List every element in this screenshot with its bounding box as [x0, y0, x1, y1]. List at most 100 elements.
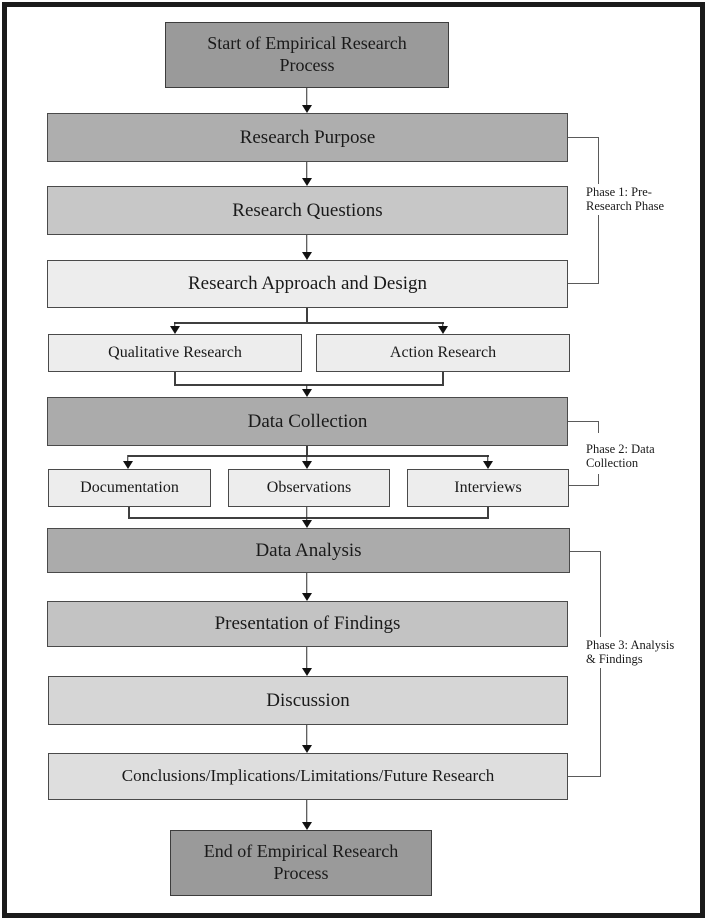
arrow-line [305, 725, 308, 746]
node-documentation: Documentation [48, 469, 211, 507]
arrowhead-down-icon [301, 252, 312, 260]
phase-2-label: Phase 2: Data Collection [586, 441, 682, 472]
node-end-label-line1: End of Empirical Research [203, 841, 399, 862]
node-conclusions: Conclusions/Implications/Limitations/Fut… [48, 753, 568, 800]
arrowhead-down-icon [122, 461, 133, 469]
arrow-questions-to-approach [301, 235, 312, 260]
phase-1-label-line1: Phase 1: Pre- [586, 185, 652, 199]
phase-2-label-line1: Phase 2: Data [586, 442, 655, 456]
node-research-purpose-label: Research Purpose [239, 126, 376, 148]
connector-stem-approach [306, 308, 308, 323]
phase-3-label-line1: Phase 3: Analysis [586, 638, 675, 652]
arrow-discussion-to-conclusions [301, 725, 312, 753]
arrow-conclusions-to-end [301, 800, 312, 830]
node-interviews-label: Interviews [454, 479, 522, 497]
node-observations: Observations [228, 469, 390, 507]
arrowhead-down-icon [301, 593, 312, 601]
arrow-line [305, 455, 308, 462]
node-research-questions: Research Questions [47, 186, 568, 235]
arrowhead-down-icon [301, 822, 312, 830]
phase3-bracket-bottom [568, 776, 601, 777]
node-action-research: Action Research [316, 334, 570, 372]
arrowhead-down-icon [301, 178, 312, 186]
arrowhead-down-icon [437, 326, 448, 334]
arrowhead-down-icon [301, 668, 312, 676]
phase1-bracket-bottom [568, 283, 599, 284]
node-end-label-line2: Process [273, 863, 329, 883]
arrow-to-documentation [122, 455, 133, 469]
node-qualitative-research: Qualitative Research [48, 334, 302, 372]
arrowhead-down-icon [482, 461, 493, 469]
node-start-label-line2: Process [279, 55, 335, 75]
arrow-purpose-to-questions [301, 162, 312, 186]
phase-1-label: Phase 1: Pre- Research Phase [586, 184, 682, 215]
arrow-line [486, 455, 489, 462]
arrow-to-action [437, 322, 448, 334]
connector-split-approach [174, 322, 444, 324]
connector-from-interviews [487, 507, 489, 519]
phase-3-label-line2: & Findings [586, 652, 643, 666]
node-start: Start of Empirical Research Process [165, 22, 449, 88]
node-data-collection-label: Data Collection [247, 410, 368, 432]
arrow-line [305, 162, 308, 179]
arrowhead-down-icon [301, 520, 312, 528]
node-qualitative-research-label: Qualitative Research [108, 344, 242, 362]
phase2-bracket-stub-top [598, 421, 599, 433]
arrow-to-qualitative [169, 322, 180, 334]
node-discussion-label: Discussion [266, 689, 350, 711]
node-start-label-line1: Start of Empirical Research [207, 33, 407, 54]
phase2-bracket-top [568, 421, 599, 422]
node-observations-label: Observations [266, 479, 352, 497]
node-data-analysis-label: Data Analysis [255, 539, 362, 561]
arrowhead-down-icon [301, 745, 312, 753]
arrowhead-down-icon [301, 389, 312, 397]
arrowhead-down-icon [169, 326, 180, 334]
phase-1-label-line2: Research Phase [586, 199, 665, 213]
phase3-bracket-top [570, 551, 601, 552]
arrow-line [305, 647, 308, 669]
connector-from-action [442, 372, 444, 385]
arrow-to-data-collection [301, 385, 312, 397]
node-documentation-label: Documentation [80, 479, 179, 497]
node-data-collection: Data Collection [47, 397, 568, 446]
node-action-research-label: Action Research [389, 344, 497, 362]
arrow-to-observations [301, 455, 312, 469]
node-research-questions-label: Research Questions [232, 199, 383, 221]
arrow-to-interviews [482, 455, 493, 469]
arrow-line [305, 235, 308, 253]
phase2-bracket-stub-bottom [598, 474, 599, 486]
arrow-line [305, 800, 308, 823]
node-research-approach-and-design: Research Approach and Design [47, 260, 568, 308]
connector-split-collection [128, 455, 489, 457]
arrow-line [305, 507, 308, 521]
connector-stem-collection [306, 446, 308, 456]
node-conclusions-label: Conclusions/Implications/Limitations/Fut… [121, 766, 495, 786]
node-presentation-of-findings: Presentation of Findings [47, 601, 568, 647]
phase1-bracket-top [568, 137, 599, 138]
arrow-presentation-to-discussion [301, 647, 312, 676]
arrow-line [126, 455, 129, 462]
node-discussion: Discussion [48, 676, 568, 725]
arrow-line [305, 385, 308, 390]
phase-3-label: Phase 3: Analysis & Findings [586, 637, 682, 668]
arrow-start-to-purpose [301, 88, 312, 113]
node-research-purpose: Research Purpose [47, 113, 568, 162]
arrow-line [305, 88, 308, 106]
arrow-line [305, 573, 308, 594]
node-interviews: Interviews [407, 469, 569, 507]
connector-merge-to-analysis [128, 517, 489, 519]
node-research-approach-label: Research Approach and Design [187, 273, 427, 295]
phase-2-label-line2: Collection [586, 456, 639, 470]
node-data-analysis: Data Analysis [47, 528, 570, 573]
arrow-line [441, 322, 444, 327]
arrow-to-data-analysis [301, 507, 312, 528]
connector-from-documentation [128, 507, 130, 519]
node-presentation-label: Presentation of Findings [214, 613, 401, 635]
arrowhead-down-icon [301, 461, 312, 469]
connector-from-qualitative [174, 372, 176, 385]
phase2-bracket-bottom [569, 485, 599, 486]
arrow-analysis-to-presentation [301, 573, 312, 601]
arrowhead-down-icon [301, 105, 312, 113]
arrow-line [173, 322, 176, 327]
